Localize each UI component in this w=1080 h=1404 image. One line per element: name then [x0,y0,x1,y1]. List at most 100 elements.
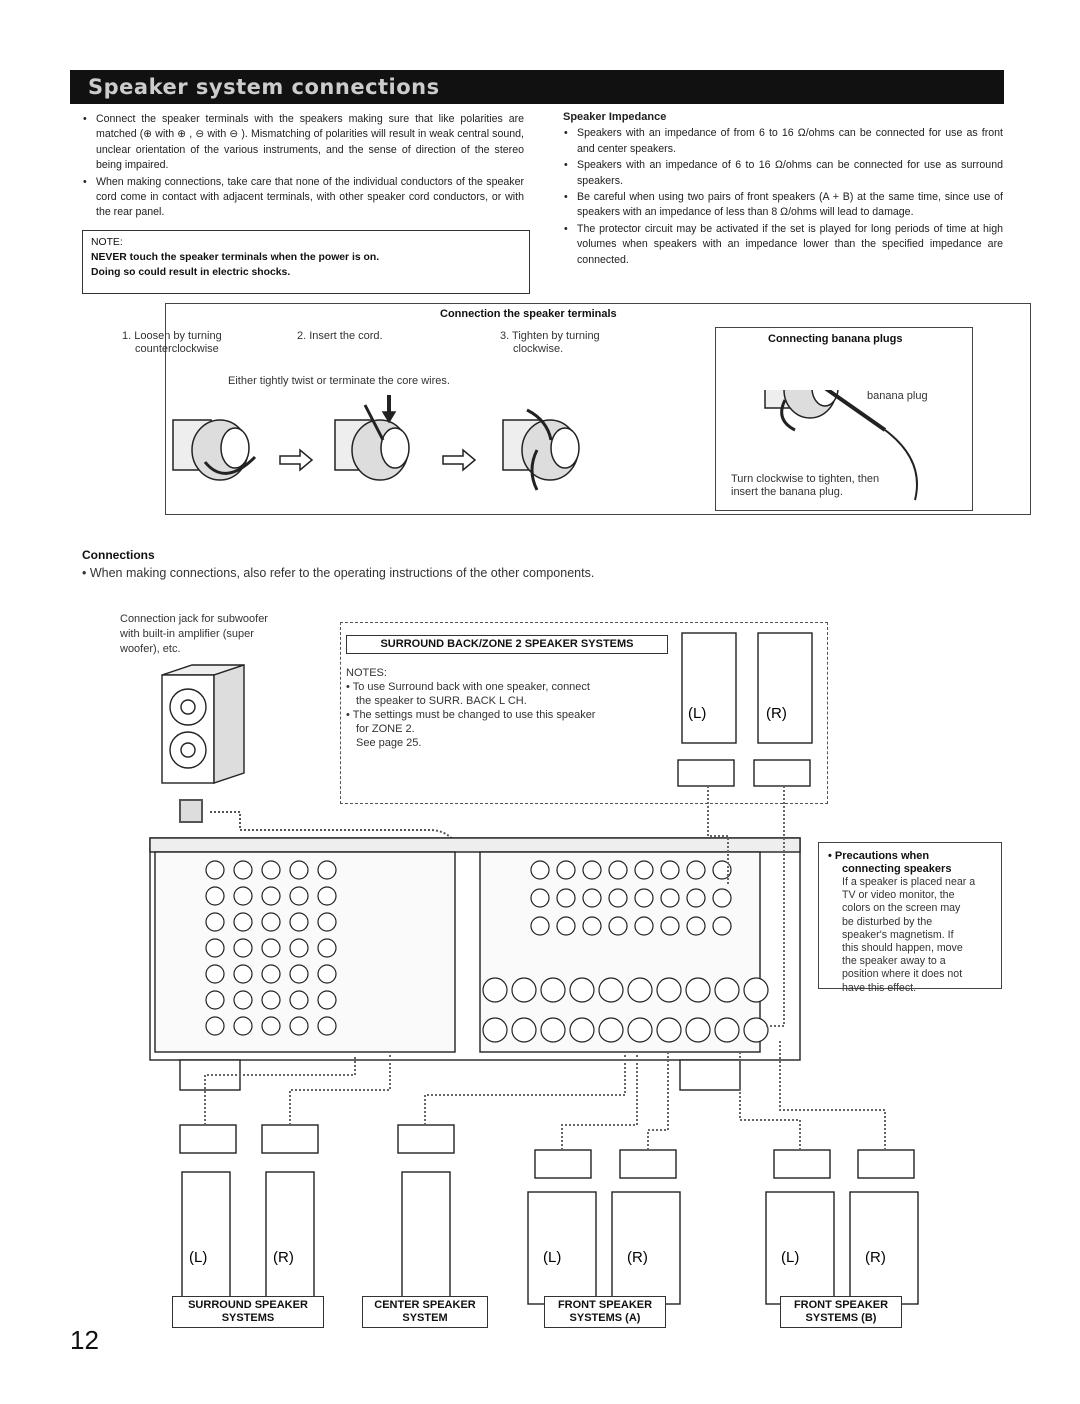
note-b-line-3: See page 25. [356,737,422,749]
jack-icon [289,860,309,880]
jack-icon [530,860,550,880]
page-number: 12 [70,1325,99,1355]
label-line: SYSTEMS (A) [569,1312,641,1324]
precautions-title-1: Precautions when [834,850,930,862]
jack-icon [261,938,281,958]
precautions-line: be disturbed by the [842,915,933,928]
label-line: SYSTEMS (B) [805,1312,877,1324]
note-a-line-1: To use Surround back with one speaker, c… [352,681,590,693]
label-line: FRONT SPEAKER [557,1299,653,1311]
surround-left-label: (L) [189,1249,207,1266]
note-line-2: Doing so could result in electric shocks… [91,267,291,278]
jack-grid [205,860,769,1043]
jack-icon [261,990,281,1010]
step-1-line-2: counterclockwise [135,343,219,355]
sub-caption-2: with built-in amplifier (super [120,628,254,640]
jack-icon [712,860,732,880]
surround-back-region [340,622,828,804]
jack-icon [289,912,309,932]
jack-icon [289,990,309,1010]
jack-icon [233,912,253,932]
banana-caption-1: Turn clockwise to tighten, then [731,473,880,485]
precautions-line: TV or video monitor, the [842,889,955,902]
jack-icon [317,912,337,932]
note-a-line-2: the speaker to SURR. BACK L CH. [356,695,527,707]
step-1-line-1: 1. Loosen by turning [122,330,222,342]
jack-icon [205,886,225,906]
jack-icon [598,1017,624,1043]
terminal-tighten-illustration [502,408,580,491]
jack-icon [233,990,253,1010]
label-line: SYSTEMS [221,1312,275,1324]
jack-icon [317,938,337,958]
connections-heading: Connections [82,548,155,562]
step-2: 2. Insert the cord. [297,330,383,342]
arrow-right-icon [279,448,314,472]
front-b-left-label: (L) [781,1249,799,1266]
jack-icon [685,977,711,1003]
bullet-dot: • [82,566,90,580]
banana-title: Connecting banana plugs [768,333,903,345]
banana-plug-box [715,327,973,511]
jack-icon [656,1017,682,1043]
label-front-systems-b: FRONT SPEAKER SYSTEMS (B) [780,1296,902,1328]
jack-icon [511,977,537,1003]
section-banner: Speaker system connections [70,70,1004,104]
precautions-content: • Precautions when connecting speakers I… [828,850,996,995]
subwoofer-caption: Connection jack for subwoofer with built… [120,612,268,657]
warning-note-box: NOTE: NEVER touch the speaker terminals … [82,230,530,294]
label-line: CENTER SPEAKER [374,1299,476,1311]
jack-icon [686,860,706,880]
notes-label: NOTES: [346,667,387,679]
twist-caption: Either tightly twist or terminate the co… [228,375,450,387]
jack-icon [598,977,624,1003]
precautions-box [818,842,1002,989]
precautions-line: have this effect. [842,981,917,994]
note-label: NOTE: [91,237,123,248]
impedance-column: Speaker Impedance Speakers with an imped… [563,110,1003,269]
jack-icon [289,964,309,984]
jack-icon [261,860,281,880]
jack-icon [205,860,225,880]
jack-icon [205,1016,225,1036]
impedance-item: Be careful when using two pairs of front… [563,190,1003,221]
jack-icon [261,886,281,906]
jack-icon [660,888,680,908]
terminal-loosen-illustration [172,419,257,481]
jack-icon [743,1017,769,1043]
jack-icon [608,860,628,880]
subwoofer-illustration [161,664,245,784]
label-line: FRONT SPEAKER [793,1299,889,1311]
jack-icon [660,860,680,880]
jack-icon [608,888,628,908]
jack-icon [685,1017,711,1043]
jack-icon [317,860,337,880]
jack-icon [261,1016,281,1036]
jack-icon [482,1017,508,1043]
precautions-line: this should happen, move [842,942,963,955]
jack-icon [712,916,732,936]
jack-icon [205,964,225,984]
jack-icon [233,886,253,906]
bullet-conductors: When making connections, take care that … [82,175,524,221]
jack-icon [233,1016,253,1036]
jack-icon [540,977,566,1003]
note-line-1: NEVER touch the speaker terminals when t… [91,252,380,263]
precautions-line: the speaker away to a [842,955,946,968]
section-title: Speaker system connections [88,75,440,99]
connections-text-body: When making connections, also refer to t… [89,566,595,580]
subwoofer-cable [179,799,521,931]
jack-icon [205,912,225,932]
jack-icon [569,977,595,1003]
jack-icon [608,916,628,936]
jack-icon [686,888,706,908]
jack-icon [530,916,550,936]
arrow-right-icon [442,448,477,472]
front-a-right-label: (R) [627,1249,648,1266]
jack-icon [743,977,769,1003]
front-b-right-label: (R) [865,1249,886,1266]
step-3-line-2: clockwise. [513,343,564,355]
label-line: SURROUND SPEAKER [188,1299,308,1311]
jack-icon [569,1017,595,1043]
jack-icon [582,888,602,908]
